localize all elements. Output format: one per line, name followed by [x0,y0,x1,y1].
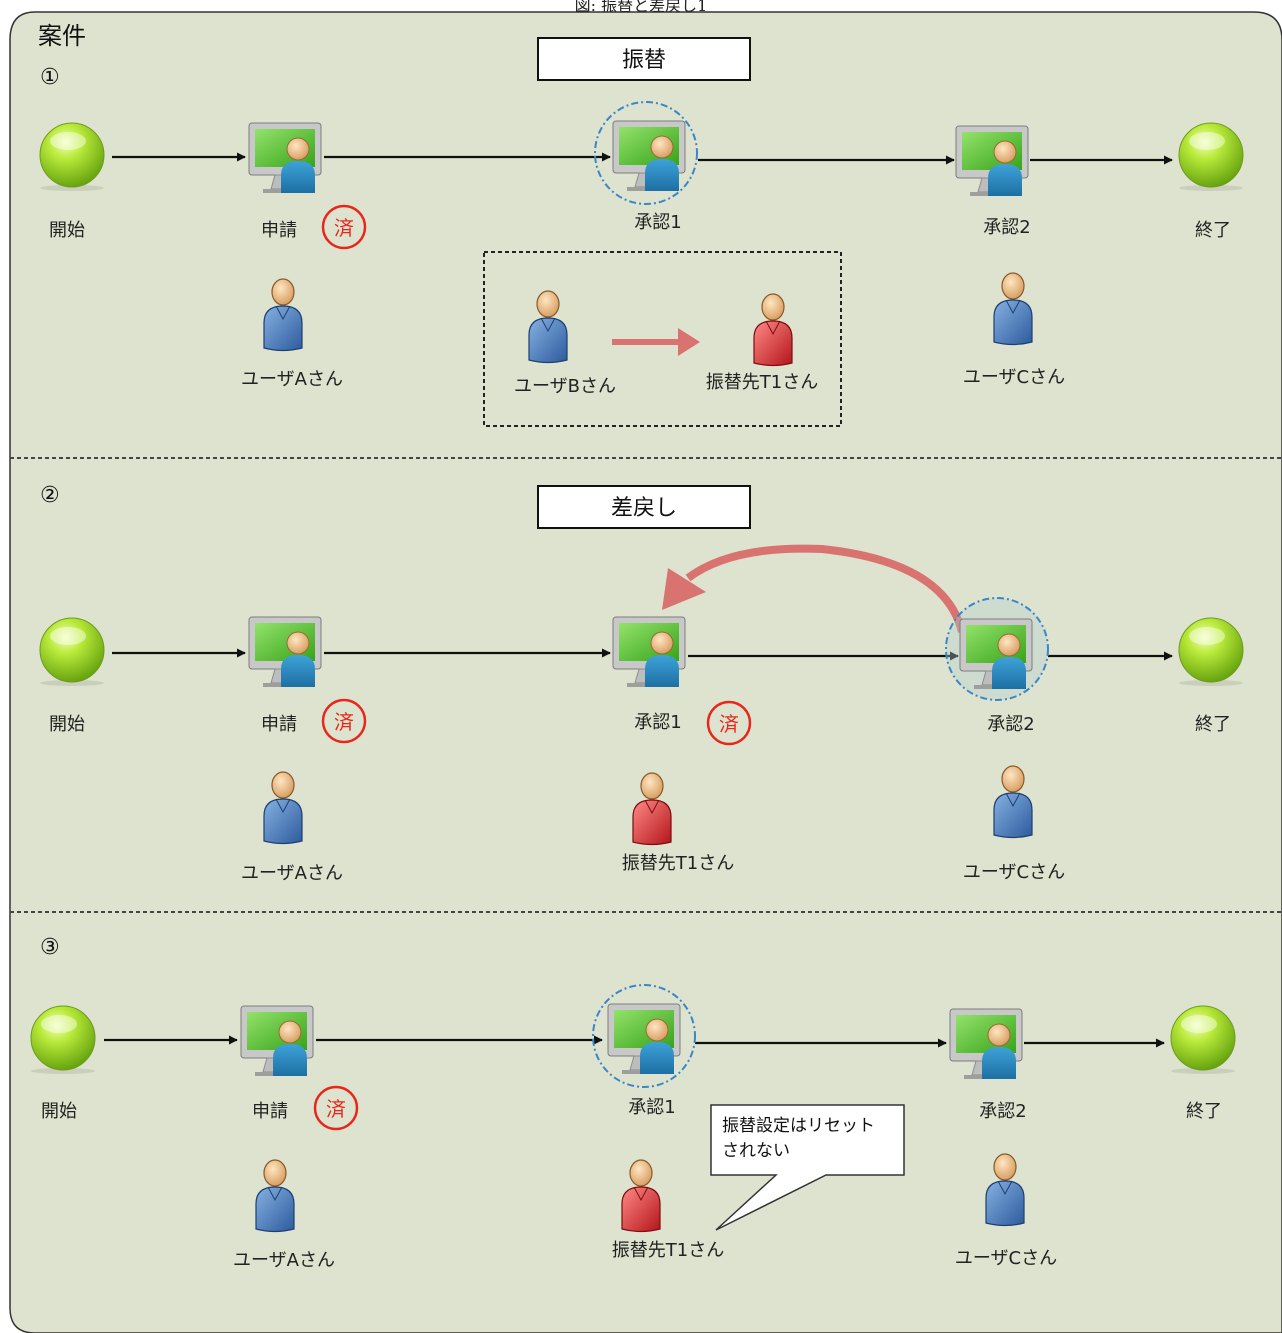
node-label-approval2: 承認2 [983,217,1030,238]
task-node-approval1-icon [612,616,686,687]
done-stamp-text: 済 [719,712,739,736]
focus-ring-approval1 [592,984,696,1088]
user-label-applicant: ユーザAさん [233,1250,335,1271]
user-label-approver2: ユーザCさん [963,367,1065,388]
node-label-apply: 申請 [252,1101,288,1122]
done-stamp-text: 済 [326,1097,346,1121]
node-label-start: 開始 [41,1101,77,1122]
action-label-transfer: 振替 [622,48,666,73]
user-icon-substitute [632,772,672,846]
task-node-apply-icon [240,1005,314,1076]
action-label-sendback: 差戻し [611,496,677,521]
done-stamp-text: 済 [334,710,354,734]
user-label-approver2: ユーザCさん [963,862,1065,883]
user-icon-applicant [263,771,303,845]
callout-line-1: 振替設定はリセット [722,1116,875,1136]
start-node-icon [30,1005,96,1074]
done-stamp-icon: 済 [321,204,367,250]
section-number-1: ① [40,65,60,90]
user-label-substitute: 振替先T1さん [612,1240,724,1261]
focus-ring-approval1 [594,101,698,205]
action-box-sendback: 差戻し [537,485,751,529]
end-node-icon [1178,617,1244,686]
user-label-from: ユーザBさん [514,376,616,397]
user-label-applicant: ユーザAさん [241,369,343,390]
node-label-apply: 申請 [261,714,297,735]
user-icon-from [528,290,568,364]
task-node-approval1-icon [612,120,686,191]
task-node-apply-icon [248,616,322,687]
end-node-icon [1178,122,1244,191]
node-label-approval2: 承認2 [987,714,1034,735]
user-icon-approver2 [985,1153,1025,1227]
callout-line-2: されない [722,1141,790,1161]
user-label-to: 振替先T1さん [706,372,818,393]
user-label-applicant: ユーザAさん [241,863,343,884]
node-label-end: 終了 [1186,1101,1222,1122]
done-stamp-icon: 済 [313,1085,359,1131]
transfer-arrow-icon [612,328,700,356]
node-label-start: 開始 [49,220,85,241]
start-node-icon [39,122,105,191]
flow-arrows-1 [112,152,1173,165]
user-icon-substitute [621,1159,661,1233]
flow-arrows-2 [112,648,1173,661]
done-stamp-icon: 済 [706,700,752,746]
action-box-transfer: 振替 [537,37,751,81]
node-label-approval1: 承認1 [634,712,681,733]
task-node-approval2-icon [955,125,1029,196]
user-label-approver2: ユーザCさん [955,1248,1057,1269]
task-node-approval2-icon [949,1008,1023,1079]
transfer-detail-box [483,251,842,427]
node-label-start: 開始 [49,714,85,735]
task-node-apply-icon [248,122,322,193]
start-node-icon [39,617,105,686]
node-label-approval1: 承認1 [628,1097,675,1118]
section-number-2: ② [40,483,60,508]
node-label-end: 終了 [1195,220,1231,241]
end-node-icon [1170,1005,1236,1074]
user-icon-applicant [263,278,303,352]
task-node-approval2-icon [959,618,1033,689]
node-label-approval1: 承認1 [634,212,681,233]
user-icon-approver2 [993,765,1033,839]
flow-arrows-3 [104,1035,1165,1048]
user-icon-applicant [255,1159,295,1233]
node-label-end: 終了 [1195,714,1231,735]
task-node-approval1-icon [607,1003,681,1074]
user-icon-approver2 [993,272,1033,346]
container-title: 案件 [38,22,86,50]
user-icon-substitute [753,293,793,367]
node-label-apply: 申請 [261,220,297,241]
callout-bubble: 振替設定はリセット されない [710,1104,905,1231]
done-stamp-text: 済 [334,216,354,240]
node-label-approval2: 承認2 [979,1101,1026,1122]
user-label-substitute: 振替先T1さん [622,853,734,874]
sendback-arrow-icon [662,544,966,634]
done-stamp-icon: 済 [321,698,367,744]
section-number-3: ③ [40,935,60,960]
